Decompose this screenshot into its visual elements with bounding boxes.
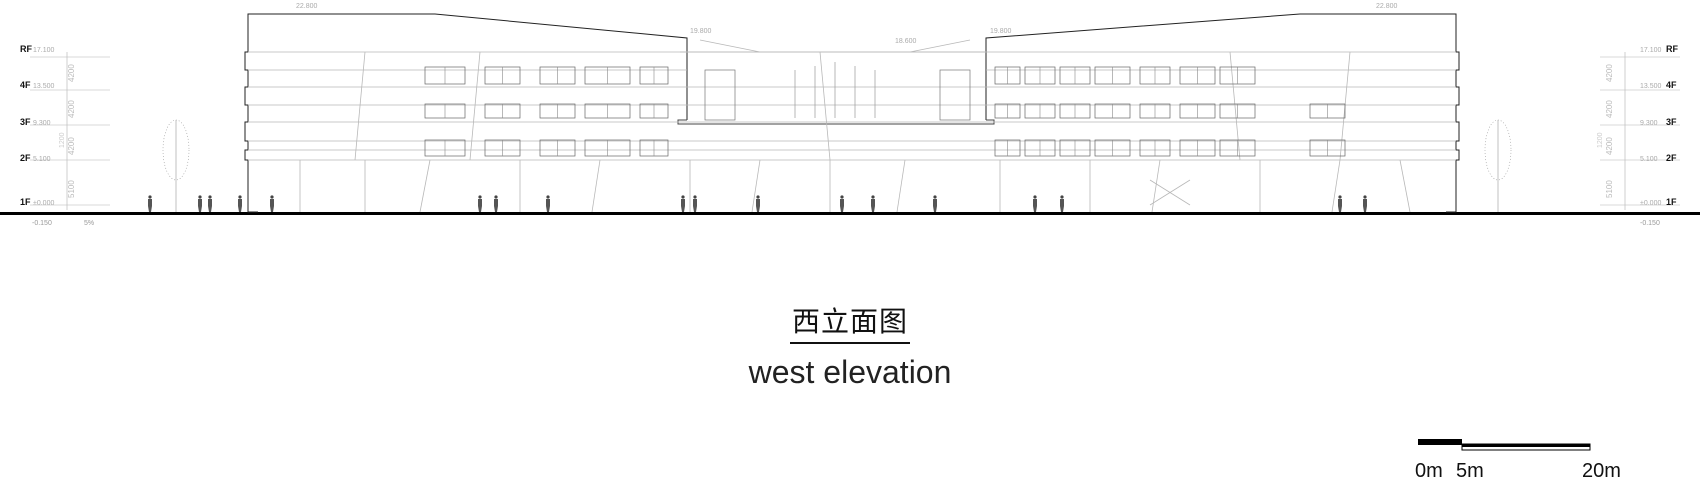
people-figures (148, 195, 1367, 212)
dim-4200-c-right: 4200 (1605, 137, 1614, 155)
subdim-1200-right: 1200 (1597, 132, 1604, 148)
center-bridge (677, 119, 995, 125)
level-elev-1f-right: ±0.000 (1640, 200, 1661, 207)
roof-elev-mid-right: 19.800 (990, 28, 1012, 35)
level-elev-2f-right: 5.100 (1640, 156, 1658, 163)
floor-bands (248, 39, 1456, 213)
tree-left (162, 119, 190, 212)
person-figure (681, 195, 685, 212)
level-elev-rf-left: 17.100 (33, 47, 55, 54)
level-elev-3f-right: 9.300 (1640, 120, 1658, 127)
scale-bar (1418, 439, 1591, 451)
window-rows (424, 66, 1346, 157)
person-figure (1338, 195, 1342, 212)
scale-bar-segment-5-20-bar (1462, 444, 1590, 447)
ground-line (0, 212, 1700, 215)
left-block-outline (244, 13, 688, 213)
level-elev-1f-left: ±0.000 (33, 200, 54, 207)
person-figure (198, 195, 202, 212)
drawing-title-cn: 西立面图 (0, 300, 1700, 344)
building-elevation (244, 13, 1460, 213)
dim-4200-c-left: 4200 (67, 137, 76, 155)
dim-4200-a-left: 4200 (67, 64, 76, 82)
roof-elev-right: 22.800 (1376, 3, 1398, 10)
roof-elev-center: 18.600 (895, 38, 917, 45)
person-figure (478, 195, 482, 212)
drawing-title-cn-text: 西立面图 (789, 300, 910, 344)
person-figure (208, 195, 212, 212)
subdim-1200-left: 1200 (59, 132, 66, 148)
level-elev-4f-left: 13.500 (33, 83, 55, 90)
person-figure (840, 195, 844, 212)
level-elev-3f-left: 9.300 (33, 120, 51, 127)
level-elev-2f-left: 5.100 (33, 156, 51, 163)
dim-5100-right: 5100 (1605, 180, 1614, 198)
person-figure (693, 195, 697, 212)
roof-elevations: 22.800 19.800 18.600 19.800 22.800 (296, 3, 1398, 45)
ground-slope-note: 5% (84, 220, 94, 227)
person-figure (494, 195, 498, 212)
level-label-1f-right: 1F (1666, 197, 1677, 207)
ground-elev-right: -0.150 (1640, 220, 1660, 227)
person-figure (1033, 195, 1037, 212)
dim-4200-a-right: 4200 (1605, 64, 1614, 82)
level-label-rf-right: RF (1666, 44, 1678, 54)
ground-elev-left: -0.150 (32, 220, 52, 227)
level-label-rf-left: RF (20, 44, 32, 54)
scale-bar-segment-0-5 (1418, 439, 1462, 445)
atrium-fixtures (704, 62, 971, 121)
dim-5100-left: 5100 (67, 180, 76, 198)
level-label-1f-left: 1F (20, 197, 31, 207)
level-markers-right: 17.100 RF 13.500 4F 9.300 3F 5.100 2F ±0… (1597, 44, 1680, 210)
level-label-3f-left: 3F (20, 117, 31, 127)
person-figure (546, 195, 550, 212)
level-elev-4f-right: 13.500 (1640, 83, 1662, 90)
right-block-outline (985, 13, 1460, 213)
drawing-title-en: west elevation (748, 354, 952, 390)
roof-elev-left: 22.800 (296, 3, 318, 10)
person-figure (933, 195, 937, 212)
person-figure (1363, 195, 1367, 212)
scale-label-20m: 20m (1582, 460, 1621, 482)
level-markers-left: RF 17.100 4F 13.500 3F 9.300 2F 5.100 1F… (20, 44, 110, 210)
dim-4200-b-right: 4200 (1605, 100, 1614, 118)
person-figure (148, 195, 152, 212)
level-label-3f-right: 3F (1666, 117, 1677, 127)
scale-label-0m: 0m (1415, 460, 1443, 482)
roof-elev-mid-left: 19.800 (690, 28, 712, 35)
level-label-4f-left: 4F (20, 80, 31, 90)
person-figure (270, 195, 274, 212)
person-figure (1060, 195, 1064, 212)
level-elev-rf-right: 17.100 (1640, 47, 1662, 54)
level-label-2f-left: 2F (20, 153, 31, 163)
person-figure (756, 195, 760, 212)
level-label-2f-right: 2F (1666, 153, 1677, 163)
person-figure (871, 195, 875, 212)
scale-label-5m: 5m (1456, 460, 1484, 482)
person-figure (238, 195, 242, 212)
level-label-4f-right: 4F (1666, 80, 1677, 90)
dim-4200-b-left: 4200 (67, 100, 76, 118)
tree-right (1484, 119, 1512, 212)
